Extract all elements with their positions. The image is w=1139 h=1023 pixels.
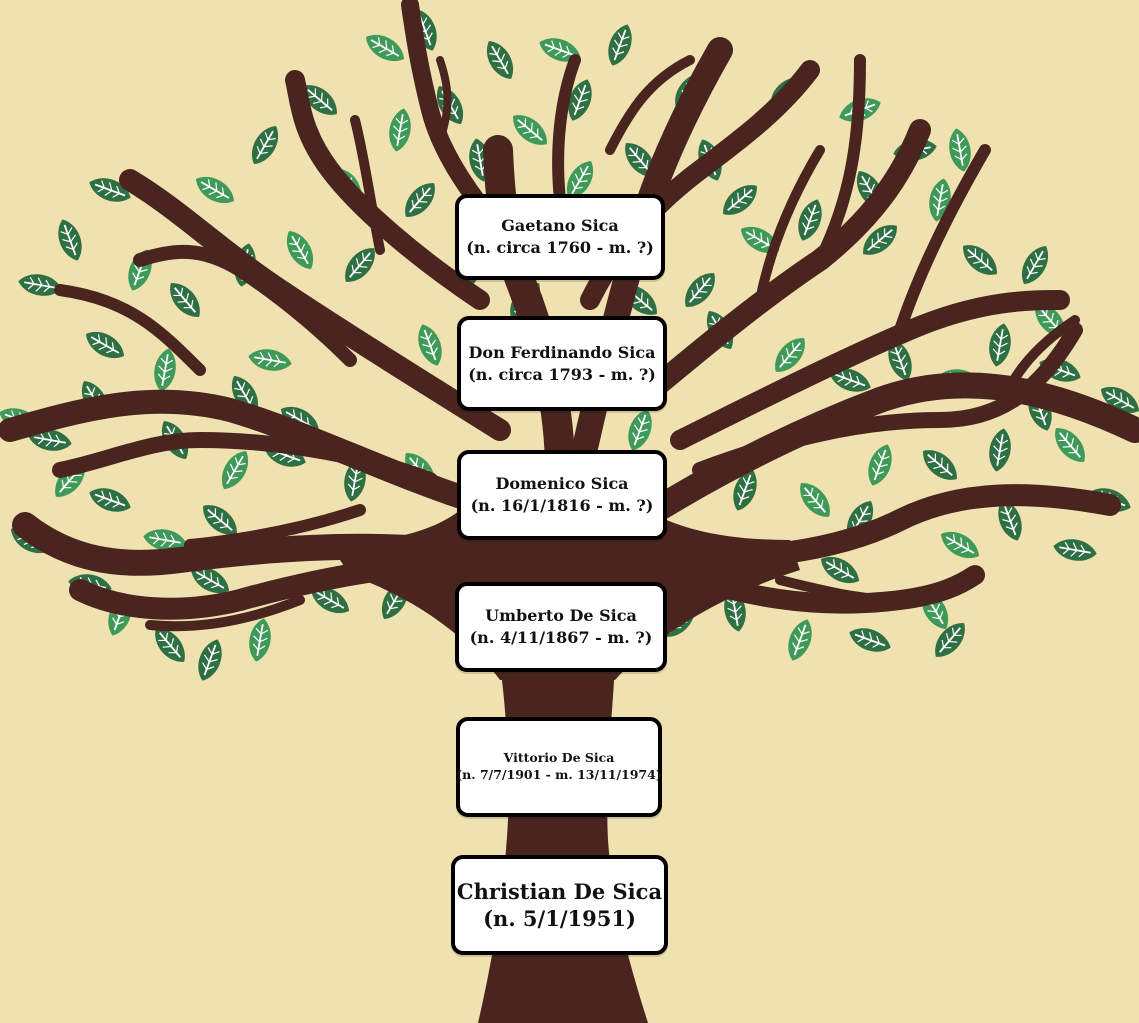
tree-crown-base (330, 470, 800, 680)
tree-branch (119, 169, 511, 441)
leaf-icon (359, 27, 411, 69)
person-christian-de-sica: Christian De Sica (n. 5/1/1951) (451, 855, 668, 955)
tree-branch (894, 144, 991, 336)
leaf-icon (1050, 534, 1100, 566)
leaf-icon (245, 344, 295, 376)
person-name: Vittorio De Sica (503, 750, 615, 766)
tree-branch (627, 372, 1139, 533)
person-name: Domenico Sica (495, 474, 629, 494)
leaf-icon (279, 224, 321, 276)
leaf-icon (934, 524, 986, 566)
tree-branch (605, 55, 695, 155)
leaf-icon (15, 269, 65, 301)
tree-branch (995, 315, 1080, 415)
tree-branch (755, 145, 825, 305)
person-name: Gaetano Sica (501, 216, 619, 236)
leaf-icon (244, 615, 276, 665)
tree-branch (133, 244, 357, 367)
tree-branch (52, 431, 438, 488)
leaf-icon (676, 265, 724, 315)
leaf-icon (411, 319, 449, 371)
leaf-icon (161, 275, 209, 325)
person-domenico-sica: Domenico Sica (n. 16/1/1816 - m. ?) (457, 450, 667, 540)
leaf-icon (244, 119, 286, 171)
tree-branch (436, 56, 452, 144)
leaf-icon (715, 176, 765, 224)
tree-branch (692, 322, 1083, 478)
leaf-icon (791, 475, 839, 525)
person-dates: (n. 5/1/1951) (483, 906, 636, 931)
leaf-icon (781, 614, 819, 666)
leaf-icon (621, 404, 659, 456)
person-dates: (n. 7/7/1901 - m. 13/11/1974) (456, 767, 662, 782)
leaf-icon (791, 194, 829, 246)
person-dates: (n. 4/11/1867 - m. ?) (469, 628, 653, 647)
tree-branch (775, 575, 905, 605)
leaf-icon (861, 439, 899, 491)
tree-branch (350, 115, 385, 255)
leaf-icon (79, 324, 131, 366)
tree-branch (12, 512, 533, 576)
leaf-icon (505, 106, 555, 154)
leaf-icon (384, 105, 416, 155)
person-dates: (n. 16/1/1816 - m. ?) (470, 496, 654, 515)
tree-branch (814, 54, 866, 266)
leaf-icon (984, 425, 1016, 475)
person-gaetano-sica: Gaetano Sica (n. circa 1760 - m. ?) (455, 194, 665, 280)
leaf-icon (396, 175, 444, 225)
person-name: Umberto De Sica (485, 606, 637, 626)
leaf-icon (84, 481, 136, 519)
tree-branch (54, 284, 206, 376)
tree-branch (552, 54, 581, 206)
tree-branch (609, 484, 1121, 571)
tree-branch (145, 595, 305, 632)
person-name: Christian De Sica (456, 878, 663, 904)
leaf-icon (984, 320, 1016, 370)
leaf-icon (479, 34, 521, 86)
leaf-icon (915, 441, 965, 489)
leaf-icon (601, 19, 639, 71)
tree-branch (629, 119, 931, 411)
person-dates: (n. circa 1793 - m. ?) (468, 364, 656, 384)
person-umberto-de-sica: Umberto De Sica (n. 4/11/1867 - m. ?) (455, 582, 667, 672)
leaf-icon (1014, 239, 1056, 291)
leaf-icon (844, 621, 896, 659)
leaf-icon (214, 444, 256, 496)
person-vittorio-de-sica: Vittorio De Sica (n. 7/7/1901 - m. 13/11… (456, 717, 662, 817)
leaf-icon (955, 236, 1005, 284)
leaf-icon (1046, 420, 1094, 470)
tree-branch (184, 504, 366, 551)
person-dates: (n. circa 1760 - m. ?) (466, 238, 654, 257)
person-don-ferdinando-sica: Don Ferdinando Sica (n. circa 1793 - m. … (457, 316, 667, 411)
tree-branch (69, 549, 531, 620)
leaf-icon (51, 214, 89, 266)
person-name: Don Ferdinando Sica (468, 342, 656, 362)
leaf-icon (189, 169, 241, 211)
tree-branch (285, 70, 490, 310)
tree-branch (630, 550, 985, 614)
leaf-icon (191, 634, 229, 686)
